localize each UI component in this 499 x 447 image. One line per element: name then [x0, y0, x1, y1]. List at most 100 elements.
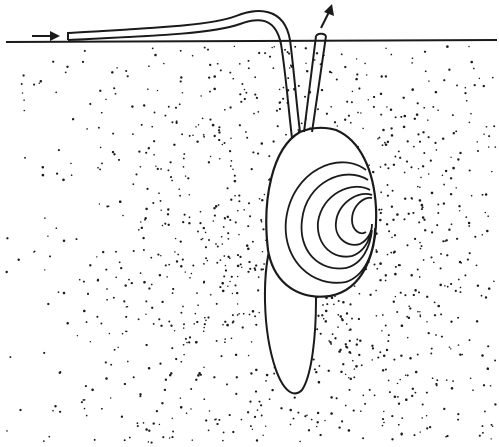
sediment-grain [145, 208, 148, 211]
sediment-grain [455, 290, 457, 292]
sediment-grain [147, 88, 149, 90]
sediment-grain [448, 69, 450, 71]
sediment-grain [6, 430, 8, 432]
sediment-grain [373, 263, 375, 265]
sediment-grain [430, 256, 432, 258]
sediment-grain [441, 336, 443, 338]
sediment-grain [140, 272, 142, 274]
sediment-grain [404, 172, 406, 174]
sediment-grain [372, 347, 374, 349]
sediment-grain [238, 313, 240, 315]
sediment-grain [180, 361, 182, 363]
sediment-grain [203, 367, 204, 368]
sediment-grain [378, 209, 380, 211]
sediment-grain [420, 177, 422, 179]
sediment-grain [208, 430, 210, 432]
inhalant-siphon-inner [68, 20, 292, 138]
sediment-grain [330, 396, 333, 399]
sediment-grain [62, 179, 65, 182]
sediment-grain [443, 79, 445, 81]
sediment-grain [355, 78, 358, 81]
sediment-grain [358, 354, 360, 356]
sediment-grain [354, 368, 355, 369]
sediment-grain [235, 354, 237, 356]
sediment-grain [397, 396, 399, 398]
sediment-grain [450, 177, 452, 179]
sediment-grain [133, 250, 135, 252]
sediment-grain [488, 287, 491, 290]
sediment-grain [172, 292, 174, 294]
sediment-grain [353, 376, 355, 378]
sediment-grain [52, 61, 54, 63]
sediment-grain [252, 429, 253, 430]
sediment-grain [352, 360, 354, 362]
sediment-grain [231, 160, 233, 162]
sediment-grain [232, 320, 234, 322]
sediment-grain [196, 140, 198, 142]
sediment-grain [143, 104, 145, 106]
sediment-grain [342, 363, 344, 365]
sediment-grain [381, 209, 383, 211]
sediment-grain [319, 434, 321, 436]
outflow-arrow [321, 4, 334, 28]
sediment-grain [5, 271, 7, 273]
sediment-grain [204, 323, 206, 325]
sediment-grain [386, 106, 387, 107]
sediment-grain [223, 255, 225, 257]
sediment-grain [482, 432, 484, 434]
sediment-grain [155, 165, 156, 166]
sediment-grain [284, 49, 286, 51]
sediment-grain [305, 63, 306, 64]
sediment-grain [166, 276, 168, 278]
sediment-grain [213, 376, 215, 378]
sediment-grain [476, 265, 478, 267]
sediment-grain [125, 331, 127, 333]
sediment-grain [47, 235, 48, 236]
sediment-grain [204, 47, 206, 49]
sediment-grain [180, 76, 182, 78]
sediment-grain [348, 351, 351, 354]
sediment-grain [232, 293, 233, 294]
sediment-grain [212, 124, 215, 127]
sediment-grain [244, 98, 246, 100]
sediment-grain [85, 385, 87, 387]
sediment-grain [354, 285, 356, 287]
sediment-grain [168, 106, 170, 108]
sediment-grain [113, 153, 115, 155]
sediment-grain [391, 134, 394, 137]
sediment-grain [145, 428, 148, 431]
sediment-grain [252, 151, 254, 153]
sediment-grain [48, 436, 50, 438]
sediment-grain [371, 359, 373, 361]
sediment-grain [208, 239, 210, 241]
sediment-grain [446, 435, 448, 437]
sediment-grain [348, 377, 349, 378]
sediment-grain [109, 333, 111, 335]
sediment-grain [382, 418, 384, 420]
sediment-grain [293, 418, 295, 420]
sediment-grain [140, 221, 141, 222]
sediment-grain [417, 133, 419, 135]
sediment-grain [424, 229, 426, 231]
sediment-grain [380, 93, 382, 95]
sediment-grain [123, 300, 125, 302]
sediment-grain [394, 156, 396, 158]
sediment-grain [148, 287, 150, 289]
sediment-grain [148, 441, 150, 443]
sediment-grain [299, 441, 301, 443]
sediment-grain [485, 212, 487, 214]
sediment-stipple [5, 45, 496, 443]
sediment-grain [375, 250, 377, 252]
inflow-arrow [32, 31, 60, 41]
sediment-grain [124, 383, 126, 385]
sediment-grain [341, 420, 343, 422]
sediment-grain [138, 229, 140, 231]
sediment-grain [316, 421, 318, 423]
sediment-grain [385, 274, 387, 276]
sediment-grain [396, 311, 398, 313]
sediment-grain [422, 165, 424, 167]
sediment-grain [111, 71, 114, 74]
sediment-grain [237, 254, 239, 256]
sediment-grain [203, 331, 205, 333]
sediment-grain [377, 138, 379, 140]
